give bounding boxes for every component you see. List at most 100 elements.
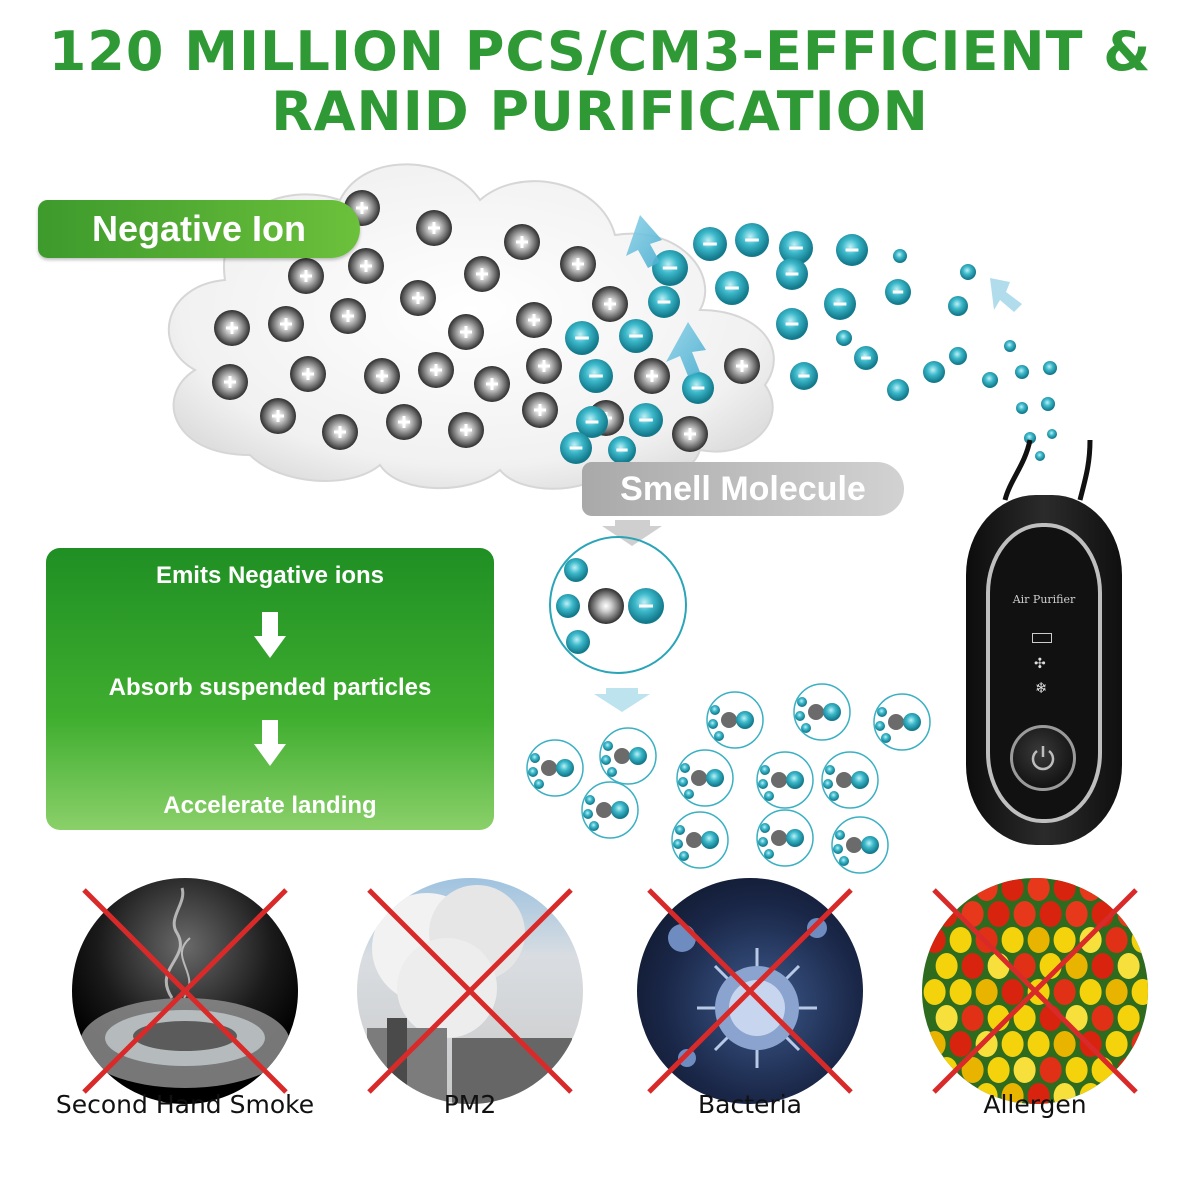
headline-line-2: RANID PURIFICATION xyxy=(271,80,929,143)
flow-arrow-3 xyxy=(990,278,1022,312)
negative-ion xyxy=(795,711,805,721)
tulip xyxy=(935,1005,958,1031)
negative-ion xyxy=(1043,361,1057,375)
negative-ion xyxy=(583,809,593,819)
negative-ion xyxy=(982,372,998,388)
cluster-ring xyxy=(599,727,657,785)
smell-particle xyxy=(691,770,707,786)
tulip xyxy=(1053,927,1076,953)
plus-sign xyxy=(356,202,368,214)
tulip xyxy=(1105,927,1128,953)
step-absorb: Absorb suspended particles xyxy=(108,674,432,701)
tulip xyxy=(1131,979,1148,1005)
negative-ion xyxy=(875,721,885,731)
tulip xyxy=(1053,1031,1076,1057)
negative-ion xyxy=(960,264,976,280)
negative-ion xyxy=(786,829,804,847)
plus-sign xyxy=(528,314,540,326)
flow-arrow-1 xyxy=(626,215,662,268)
hazard-label-allergen: Allergen xyxy=(983,1090,1087,1119)
negative-ion xyxy=(797,697,807,707)
battery-icon xyxy=(1032,633,1052,643)
negative-ion xyxy=(758,779,768,789)
negative-ion xyxy=(835,830,845,840)
tulip xyxy=(1079,979,1102,1005)
negative-ion xyxy=(887,379,909,401)
plus-sign xyxy=(572,258,584,270)
negative-ion xyxy=(585,795,595,805)
negative-ion xyxy=(948,296,968,316)
cluster-ring xyxy=(756,809,814,867)
negative-ion-tag: Negative Ion xyxy=(38,200,360,258)
tulip xyxy=(987,901,1010,927)
negative-ion xyxy=(673,839,683,849)
plus-sign xyxy=(534,404,546,416)
plus-sign xyxy=(460,326,472,338)
plus-sign xyxy=(486,378,498,390)
process-panel: Emits Negative ions Absorb suspended par… xyxy=(46,548,494,830)
negative-ion xyxy=(528,767,538,777)
tulip xyxy=(1013,901,1036,927)
plus-sign xyxy=(342,310,354,322)
tulip xyxy=(1001,927,1024,953)
combined-molecule xyxy=(556,558,664,654)
tulip xyxy=(1117,953,1140,979)
smell-particle xyxy=(888,714,904,730)
smell-particle xyxy=(596,802,612,818)
cluster-ring xyxy=(706,691,764,749)
snowflake-icon: ❄ xyxy=(1035,680,1048,697)
negative-ion xyxy=(764,849,774,859)
negative-ion xyxy=(823,703,841,721)
tulip xyxy=(949,927,972,953)
negative-ion xyxy=(589,821,599,831)
negative-ion xyxy=(611,801,629,819)
plus-sign xyxy=(516,236,528,248)
down-arrow-icon xyxy=(254,612,286,658)
tulip xyxy=(1065,901,1088,927)
power-button[interactable] xyxy=(1010,725,1076,791)
cross-mark-icon xyxy=(82,888,288,1094)
negative-ion xyxy=(825,765,835,775)
smell-particle xyxy=(808,704,824,720)
cross-mark-icon xyxy=(367,888,573,1094)
negative-ion xyxy=(839,856,849,866)
smell-particle xyxy=(614,748,630,764)
negative-ion xyxy=(534,779,544,789)
negative-ion xyxy=(760,765,770,775)
hazard-label-pm2: PM2 xyxy=(443,1090,497,1119)
negative-ion xyxy=(629,747,647,765)
negative-ion xyxy=(706,769,724,787)
negative-ion xyxy=(710,705,720,715)
plus-sign xyxy=(300,270,312,282)
negative-ion xyxy=(1004,340,1016,352)
smell-particles xyxy=(212,190,760,452)
negative-ion xyxy=(714,731,724,741)
negative-ion xyxy=(861,836,879,854)
smell-particle xyxy=(588,588,624,624)
cluster-ring xyxy=(581,781,639,839)
negative-ion xyxy=(680,763,690,773)
plus-sign xyxy=(604,298,616,310)
plus-sign xyxy=(428,222,440,234)
cross-mark-icon xyxy=(647,888,853,1094)
tulip xyxy=(961,953,984,979)
tulip xyxy=(1091,953,1114,979)
negative-ion xyxy=(764,791,774,801)
down-arrow-icon xyxy=(602,520,662,546)
cluster-ring xyxy=(526,739,584,797)
negative-ion xyxy=(836,330,852,346)
headline-line-1: 120 MILLION PCS/CM3-EFFICIENT & xyxy=(48,20,1152,83)
tulip xyxy=(923,979,946,1005)
negative-ion xyxy=(675,825,685,835)
cluster-ring xyxy=(676,749,734,807)
tulip xyxy=(1105,1031,1128,1057)
molecule-ring xyxy=(549,536,687,674)
tulip xyxy=(987,1057,1010,1083)
hazard-allergen xyxy=(922,878,1148,1104)
tulip xyxy=(1065,1057,1088,1083)
smell-particle xyxy=(836,772,852,788)
negative-ion xyxy=(556,594,580,618)
tulip xyxy=(1039,901,1062,927)
negative-ion xyxy=(833,844,843,854)
plus-sign xyxy=(430,364,442,376)
